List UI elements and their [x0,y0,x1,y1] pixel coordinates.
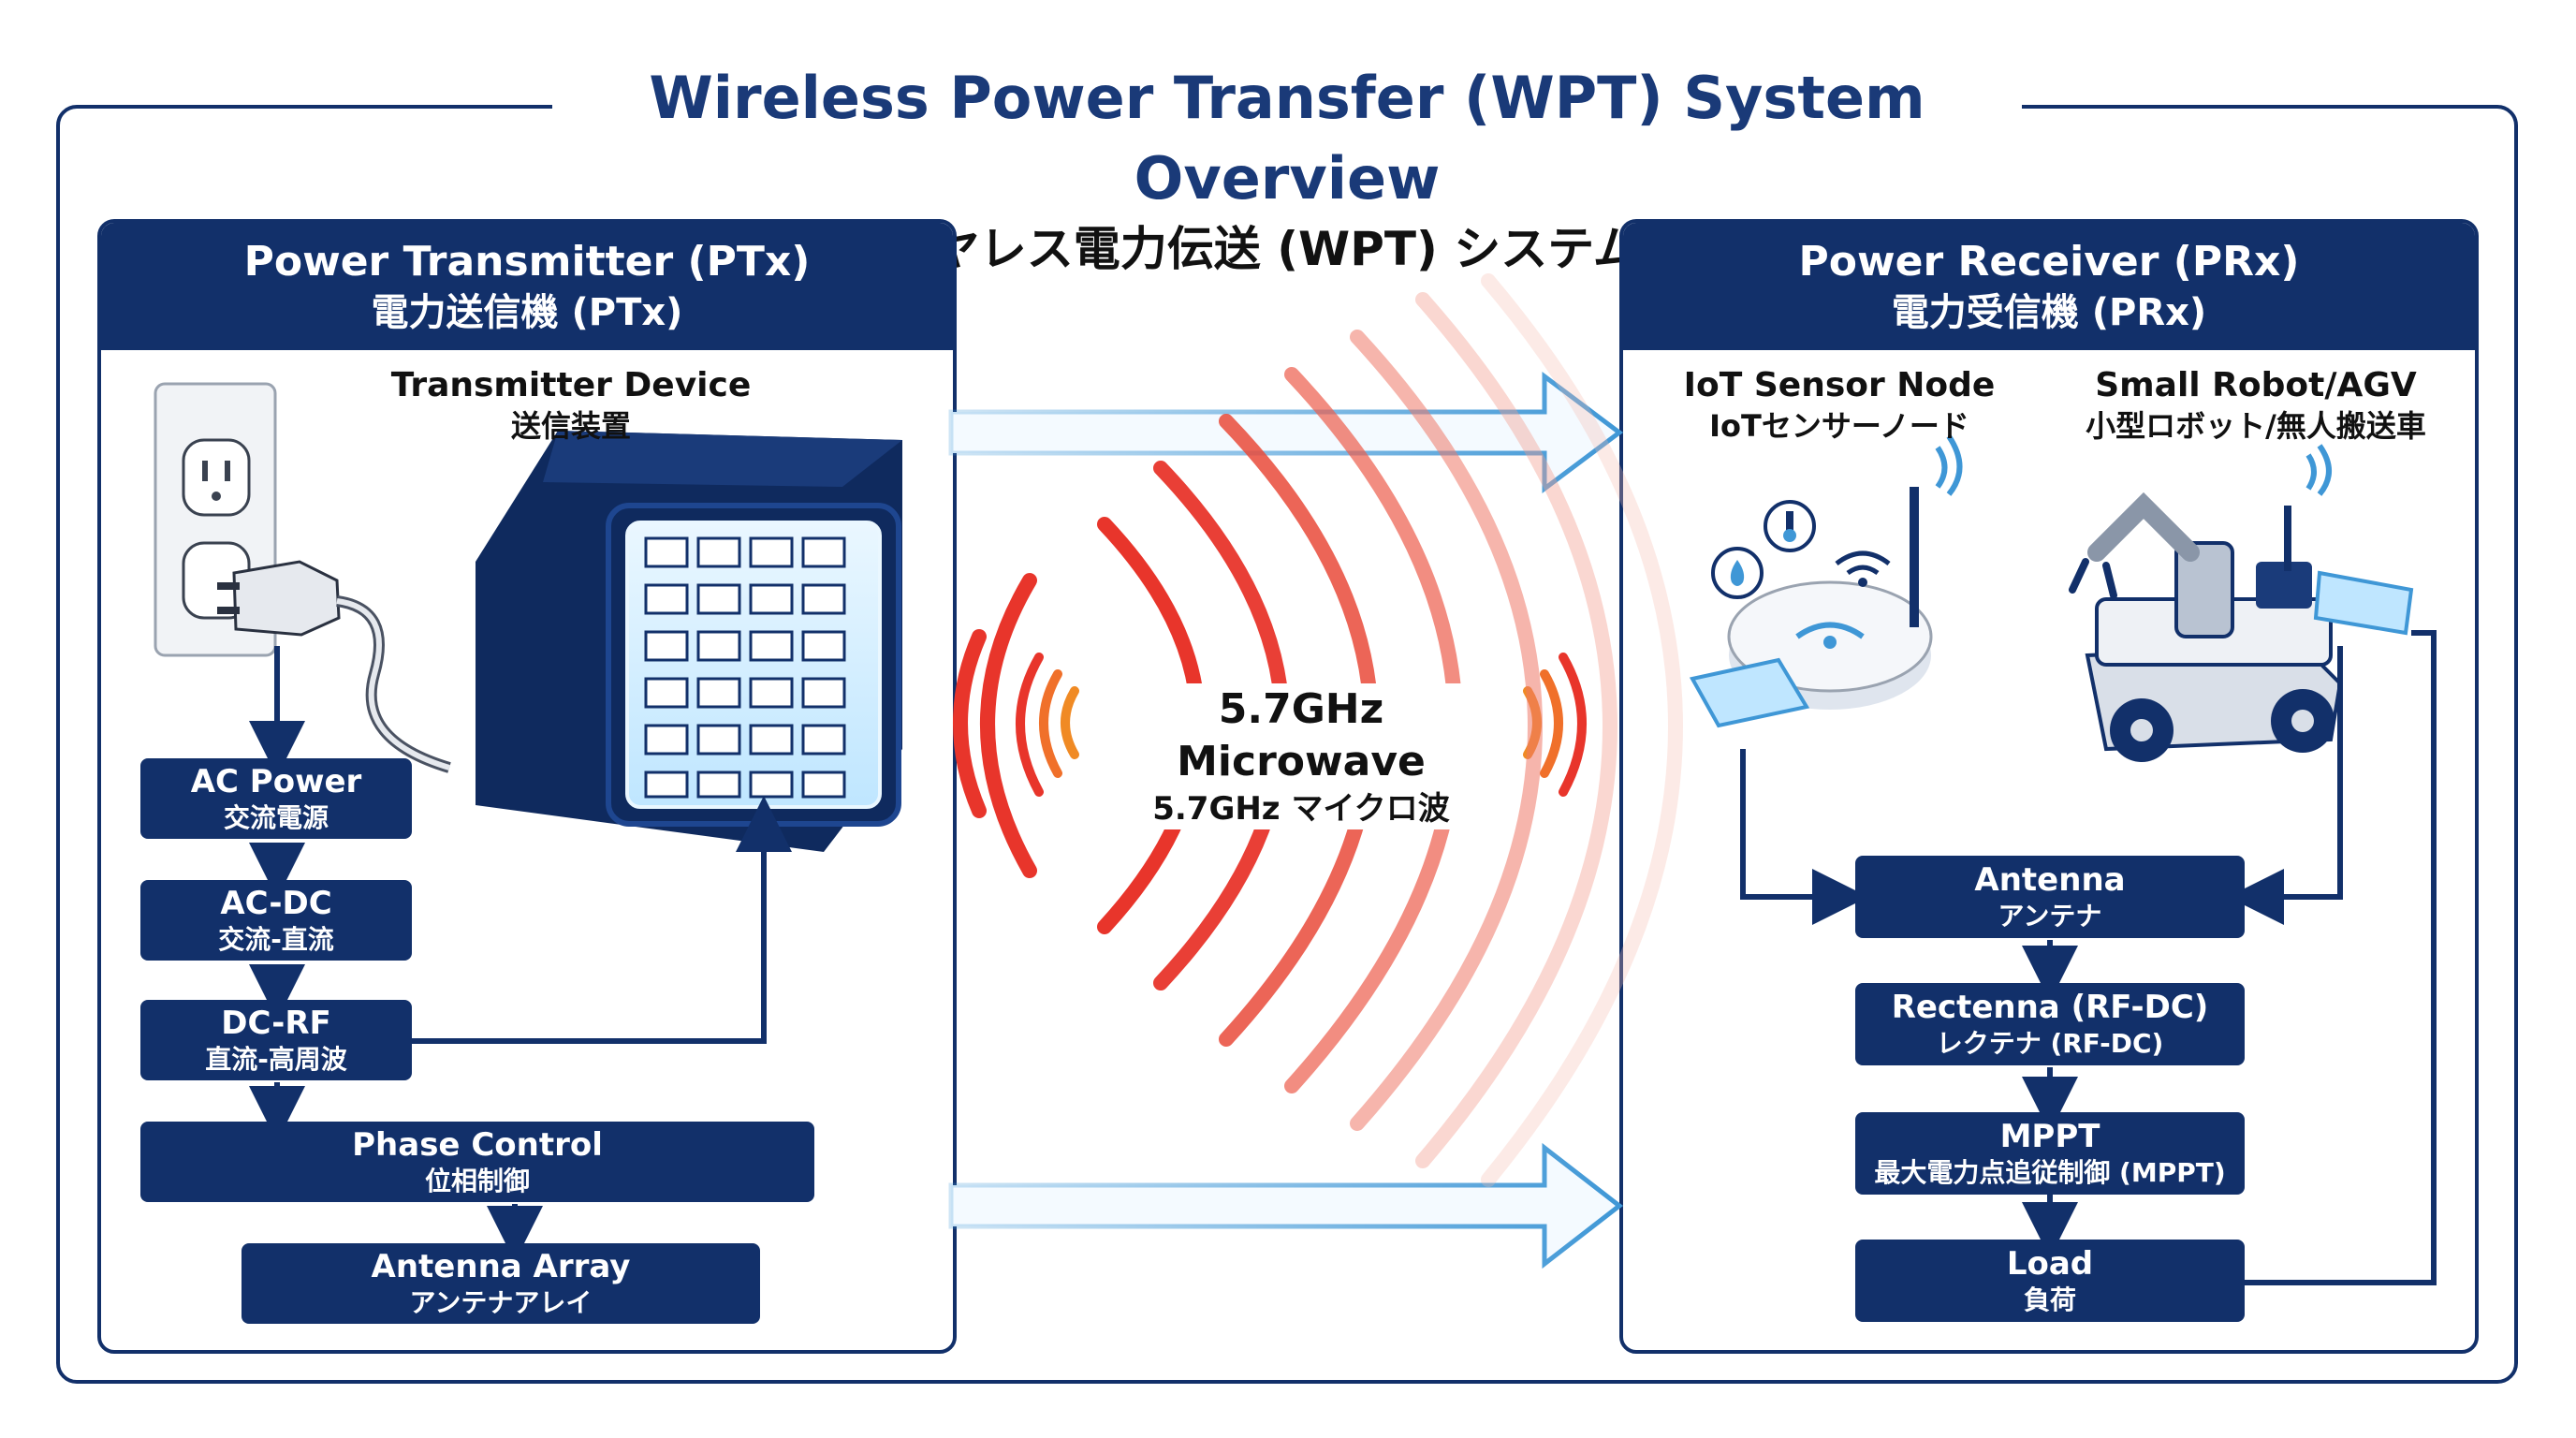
tx-step-antenna-array-en: Antenna Array [371,1248,631,1285]
tx-step-antenna-array-ja: アンテナアレイ [409,1287,593,1318]
transmitter-header-en: Power Transmitter (PTx) [243,238,811,286]
tx-step-ac-power-ja: 交流電源 [223,802,329,833]
iot-sensor-node-icon [1689,434,1963,728]
tx-step-ac-power-en: AC Power [190,763,362,800]
rx-step-mppt-ja: 最大電力点追従制御 (MPPT) [1874,1157,2226,1188]
tx-step-dc-rf: DC-RF 直流-高周波 [140,1000,412,1080]
tx-step-ac-power: AC Power 交流電源 [140,758,412,839]
microwave-label: 5.7GHz Microwave 5.7GHz マイクロ波 [1095,683,1507,829]
beam-arrow-top [948,372,1624,493]
beam-arrow-bottom [948,1142,1624,1269]
iot-sensor-node-label-en: IoT Sensor Node [1683,366,1996,404]
rx-step-load-ja: 負荷 [2023,1284,2076,1315]
tx-flow-lines [249,646,792,1262]
rx-step-rectenna: Rectenna (RF-DC) レクテナ (RF-DC) [1855,983,2245,1065]
rx-step-antenna-ja: アンテナ [1998,901,2102,932]
microwave-label-ja: 5.7GHz マイクロ波 [1152,790,1450,828]
rx-step-load: Load 負荷 [1855,1240,2245,1322]
tx-step-dc-rf-ja: 直流-高周波 [205,1044,347,1075]
iot-sensor-node-label-ja: IoTセンサーノード [1709,408,1969,444]
iot-sensor-node-label: IoT Sensor Node IoTセンサーノード [1676,365,2003,446]
transmitter-header-ja: 電力送信機 (PTx) [371,291,683,334]
transmitter-device-label: Transmitter Device 送信装置 [374,365,768,446]
title-japanese: ワイヤレス電力伝送 (WPT) システム概要 [841,222,1734,276]
rx-step-mppt: MPPT 最大電力点追従制御 (MPPT) [1855,1112,2245,1195]
transmitter-device-icon [476,431,902,852]
rx-flow-lines [1740,630,2437,1285]
rx-step-load-en: Load [2006,1245,2094,1283]
tx-step-ac-dc-ja: 交流-直流 [218,924,334,955]
rx-step-rectenna-ja: レクテナ (RF-DC) [1936,1028,2164,1059]
tx-step-phase-control-ja: 位相制御 [424,1166,530,1196]
rx-step-rectenna-en: Rectenna (RF-DC) [1891,989,2209,1026]
tx-step-phase-control-en: Phase Control [352,1126,603,1164]
power-plug-icon [217,560,451,773]
robot-agv-label-ja: 小型ロボット/無人搬送車 [2086,408,2426,444]
rx-step-mppt-en: MPPT [1999,1118,2100,1155]
receiver-header: Power Receiver (PRx) 電力受信機 (PRx) [1623,223,2475,350]
tx-step-ac-dc-en: AC-DC [220,885,332,922]
robot-agv-label: Small Robot/AGV 小型ロボット/無人搬送車 [2050,365,2462,446]
transmitter-device-label-ja: 送信装置 [510,408,631,444]
receiver-header-ja: 電力受信機 (PRx) [1891,291,2207,334]
robot-agv-label-en: Small Robot/AGV [2095,366,2417,404]
title-block: Wireless Power Transfer (WPT) System Ove… [552,52,2022,276]
rx-step-antenna: Antenna アンテナ [1855,856,2245,938]
tx-step-phase-control: Phase Control 位相制御 [140,1122,814,1202]
rx-step-antenna-en: Antenna [1974,861,2126,899]
title-english: Wireless Power Transfer (WPT) System Ove… [649,64,1925,213]
transmitter-device-label-en: Transmitter Device [390,366,752,404]
tx-step-ac-dc: AC-DC 交流-直流 [140,880,412,961]
transmitter-header: Power Transmitter (PTx) 電力送信機 (PTx) [101,223,953,350]
microwave-label-en: 5.7GHz Microwave [1177,685,1426,785]
tx-step-dc-rf-en: DC-RF [221,1005,331,1042]
tx-step-antenna-array: Antenna Array アンテナアレイ [242,1243,760,1324]
robot-agv-icon [2069,444,2414,762]
receiver-header-en: Power Receiver (PRx) [1798,238,2300,286]
